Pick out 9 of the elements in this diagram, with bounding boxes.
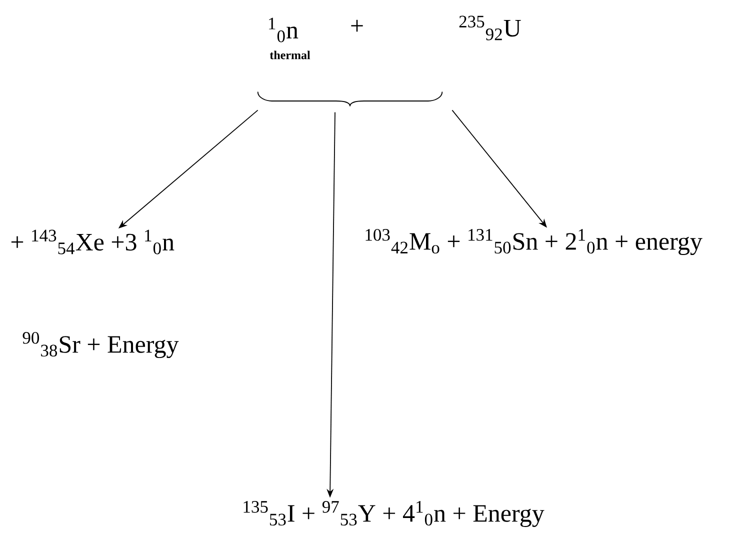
equation-term: 1$_{0}$n [269, 18, 298, 42]
equation: 90$_{38}$Sr + Energy [22, 332, 179, 358]
equation-term: + [351, 20, 363, 32]
equation: 103$_{42}$M$_{o}$ + $^{131}$$_{50}$Sn + 2$^{1}$$_{0}$n + energy [366, 228, 702, 256]
equation: 135$_{53}$I + $^{97}$$_{53}$Y + 4$^{1}$$_{0}$n + Energy [244, 501, 544, 527]
equation: + $^{143}$$_{54}$Xe +3 $^{1}$$_{0}$n [11, 230, 174, 254]
equation-term: 235$_{92}$U [459, 16, 521, 40]
caption-text: thermal [270, 50, 310, 60]
brace [257, 91, 443, 107]
